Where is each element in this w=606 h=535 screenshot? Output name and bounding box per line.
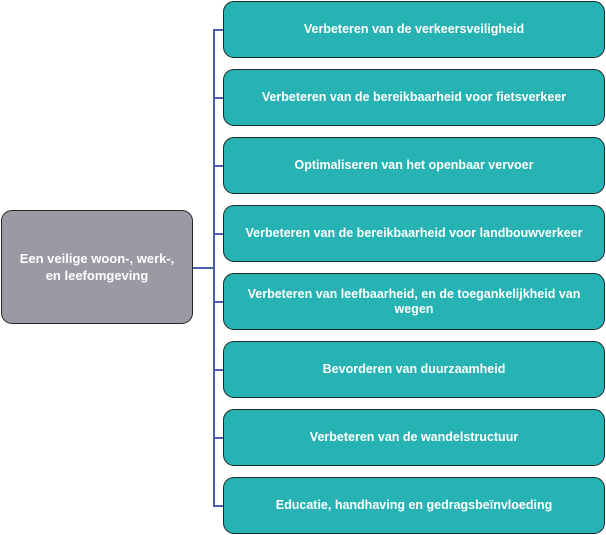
child-label: Optimaliseren van het openbaar vervoer — [294, 158, 534, 172]
branch-connector — [213, 97, 223, 99]
child-label: Educatie, handhaving en gedragsbeïnvloed… — [275, 498, 553, 512]
branch-connector — [213, 505, 223, 507]
root-label: Een veilige woon-, werk-, en leefomgevin… — [19, 251, 175, 283]
root-node: Een veilige woon-, werk-, en leefomgevin… — [1, 210, 193, 324]
branch-connector — [213, 233, 223, 235]
branch-connector — [213, 369, 223, 371]
child-label: Verbeteren van de bereikbaarheid voor fi… — [261, 90, 567, 104]
branch-connector — [213, 437, 223, 439]
child-node: Verbeteren van leefbaarheid, en de toega… — [223, 273, 605, 330]
child-label: Verbeteren van leefbaarheid, en de toega… — [247, 286, 581, 316]
child-label: Verbeteren van de wandelstructuur — [309, 430, 519, 444]
branch-connector — [213, 165, 223, 167]
child-node: Verbeteren van de verkeersveiligheid — [223, 1, 605, 58]
child-node: Verbeteren van de wandelstructuur — [223, 409, 605, 466]
child-label: Bevorderen van duurzaamheid — [322, 362, 506, 376]
branch-connector — [213, 301, 223, 303]
child-label: Verbeteren van de bereikbaarheid voor la… — [245, 226, 583, 240]
root-connector — [193, 267, 214, 269]
child-node: Bevorderen van duurzaamheid — [223, 341, 605, 398]
child-node: Verbeteren van de bereikbaarheid voor fi… — [223, 69, 605, 126]
child-node: Optimaliseren van het openbaar vervoer — [223, 137, 605, 194]
branch-connector — [213, 29, 223, 31]
child-label: Verbeteren van de verkeersveiligheid — [303, 22, 525, 36]
trunk-line — [213, 29, 215, 506]
child-node: Educatie, handhaving en gedragsbeïnvloed… — [223, 477, 605, 534]
child-node: Verbeteren van de bereikbaarheid voor la… — [223, 205, 605, 262]
